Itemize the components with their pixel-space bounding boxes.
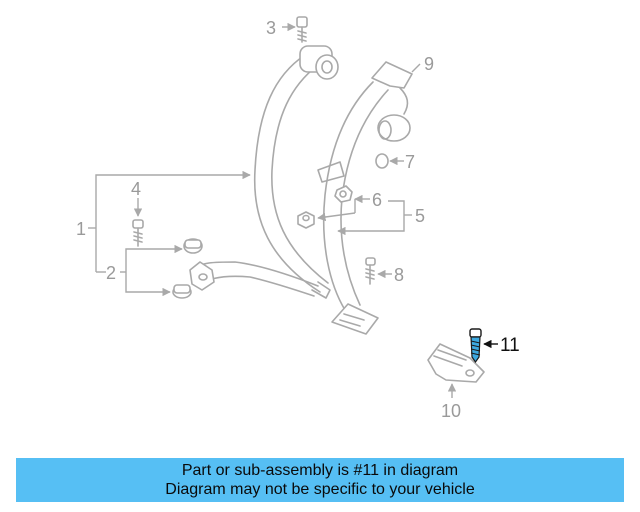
part-8-screw	[365, 257, 376, 285]
callout-1: 1	[76, 219, 86, 239]
parts-diagram: 3 9 7 4 6 5 1 2 8 11 10	[76, 16, 520, 421]
callout-5: 5	[415, 206, 425, 226]
leader-1	[95, 170, 251, 228]
leader-2b	[125, 272, 171, 297]
leader-6c	[317, 212, 356, 222]
callout-10: 10	[441, 401, 461, 421]
part-4-screw	[132, 219, 144, 247]
leader-2	[125, 244, 183, 272]
part-7-cap	[375, 153, 389, 169]
callout-8: 8	[394, 265, 404, 285]
callout-11[interactable]: 11	[500, 335, 520, 356]
info-banner: Part or sub-assembly is #11 in diagram D…	[16, 458, 624, 502]
callout-6: 6	[372, 190, 382, 210]
leader-9	[411, 63, 421, 73]
part-3-bolt	[296, 16, 308, 43]
callout-3: 3	[266, 18, 276, 38]
callout-9: 9	[424, 54, 434, 74]
part-9-buckle	[317, 61, 413, 335]
part-1-outer-belt	[189, 45, 339, 299]
callout-4: 4	[131, 179, 141, 199]
leader-5	[337, 200, 405, 236]
callout-2: 2	[106, 263, 116, 283]
part-11-bolt[interactable]	[469, 328, 482, 364]
part-2-caps	[172, 238, 203, 299]
banner-line-1: Part or sub-assembly is #11 in diagram	[181, 462, 459, 479]
part-6-nut	[297, 185, 353, 229]
callout-7: 7	[405, 152, 415, 172]
part-10-anchor	[427, 343, 485, 383]
banner-line-2: Diagram may not be specific to your vehi…	[165, 481, 475, 498]
